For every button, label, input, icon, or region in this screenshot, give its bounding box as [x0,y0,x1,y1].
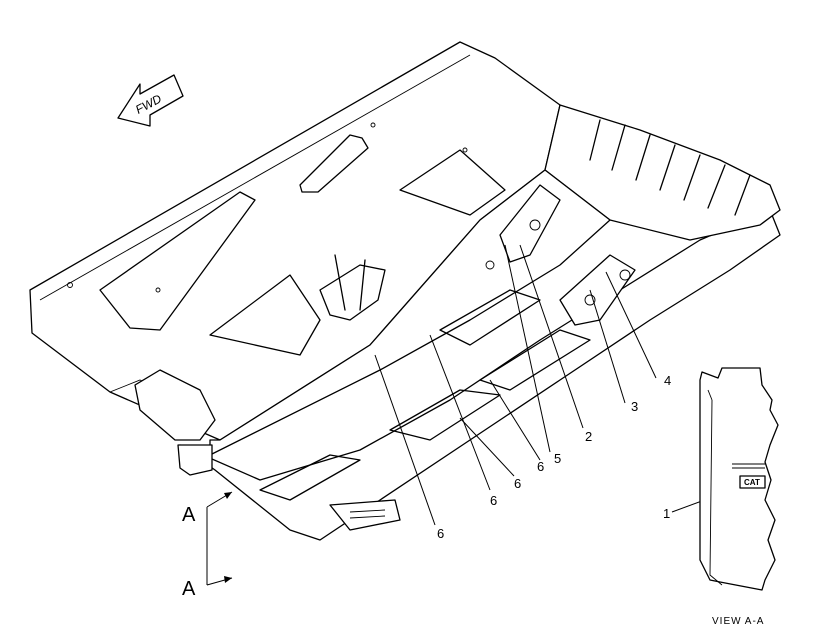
view-a-a-detail: CAT VIEW A-A [699,367,779,627]
callout-5: 5 [554,451,561,466]
frame-right-wing [544,104,781,241]
leader-line [504,244,551,453]
callout-leaders [374,244,749,526]
lower-slot [479,329,591,391]
wing-rib [659,144,676,191]
wing-rib [683,154,701,201]
hinge-pin [529,219,541,231]
top-panel-cutout-center [209,274,321,356]
top-panel-cutout-left [99,191,256,331]
wing-rib [611,124,626,171]
front-bracket [177,444,213,476]
leader-line [589,289,626,404]
callout-3: 3 [631,399,638,414]
wing-rib [734,174,751,216]
wing-rib [635,134,651,181]
fwd-direction-arrow: FWD [117,74,184,127]
section-arrowhead-top [224,492,232,499]
callout-2: 2 [585,429,592,444]
front-bumper-block [134,369,216,441]
bolt-hole [155,287,161,293]
frame-edge-line [39,54,471,301]
frame-lower-deck [179,209,781,541]
leader-line [459,417,515,477]
section-label-bottom: A [182,578,196,600]
bolt-hole [462,147,468,153]
hinge-pin [485,260,495,270]
latch-mechanism [319,254,386,321]
detail-inner-edge [709,399,723,586]
frame-assembly [29,41,781,541]
lower-slot [389,389,501,441]
section-label-top: A [182,504,196,526]
bottom-handle-bracket [329,499,401,531]
wing-rib [707,164,726,209]
callout-6: 6 [490,493,497,508]
cat-badge [739,475,766,489]
top-panel-cutout-long [299,134,369,193]
lower-slot [259,454,361,501]
leader-line [605,271,657,379]
detail-panel-outline [699,367,779,591]
bottom-handle-bars [349,509,386,519]
leader-line [489,379,541,461]
bolt-hole [370,122,376,128]
callout-6: 6 [514,476,521,491]
section-arrowhead-bottom [224,576,232,583]
hinge-bracket-3 [559,254,636,326]
view-a-a-label: VIEW A-A [712,616,764,627]
detail-inner-edge [707,389,713,401]
fwd-arrow-shape [117,74,184,127]
lower-slot [439,289,541,346]
leader-line [519,244,584,429]
hinge-pin [619,269,631,281]
callout-6: 6 [537,459,544,474]
leader-line [429,334,491,491]
cat-badge-text: CAT [744,478,760,487]
wing-rib [589,119,601,161]
leader-line [374,354,436,526]
callout-1: 1 [663,506,670,521]
hinge-pin [584,294,596,306]
callout-4: 4 [664,373,671,388]
top-panel-cutout-mid [399,149,506,216]
callout-6: 6 [437,526,444,541]
section-cut-marker: A A [182,491,233,600]
callout-labels: 4 3 2 5 6 6 6 6 1 [437,373,671,541]
